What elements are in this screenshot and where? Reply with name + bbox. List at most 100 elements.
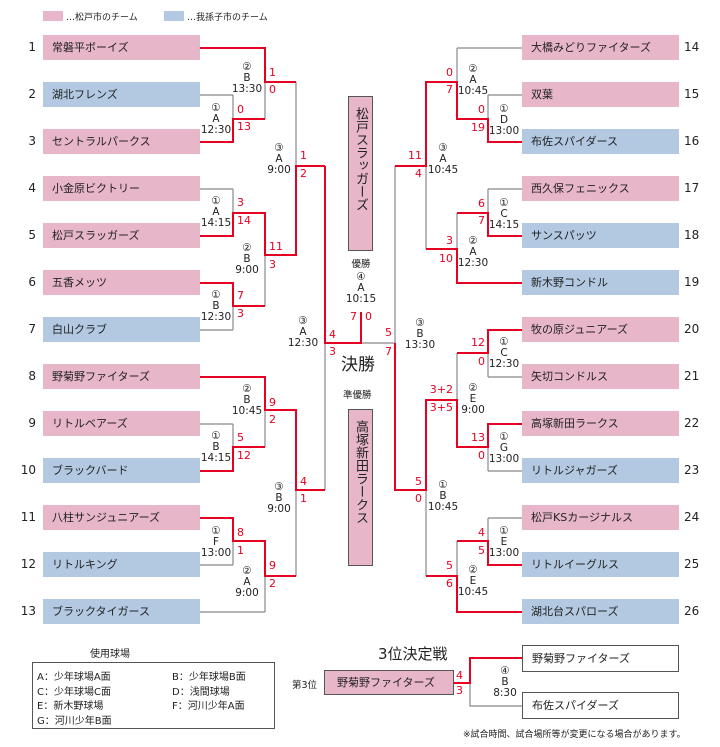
team-number: 19 bbox=[684, 275, 700, 289]
match-time: 13:00 bbox=[488, 547, 520, 559]
match-time: 12:30 bbox=[457, 257, 489, 269]
match-time: 12:30 bbox=[200, 124, 232, 136]
match-round: ② bbox=[242, 242, 252, 254]
match-field: C bbox=[500, 208, 508, 220]
team-box: 湖北フレンズ bbox=[43, 82, 200, 107]
match-score: 2 bbox=[269, 577, 276, 590]
third-place-team-1: 野菊野ファイターズ bbox=[522, 645, 679, 672]
match-score: 0 bbox=[446, 66, 453, 79]
venue-c: C：少年球場C面 bbox=[37, 687, 111, 698]
team-number: 12 bbox=[20, 557, 36, 571]
match-time: 13:30 bbox=[231, 83, 263, 95]
match-score: 3 bbox=[446, 234, 453, 247]
third-place-team-2: 布佐スパイダーズ bbox=[522, 692, 679, 719]
match-score: 4 bbox=[415, 167, 422, 180]
match-time: 9:00 bbox=[461, 404, 485, 416]
third-place-label: 第3位 bbox=[292, 680, 318, 691]
team-number: 8 bbox=[28, 369, 36, 383]
match-field: C bbox=[500, 347, 508, 359]
third-place-time: 8:30 bbox=[493, 687, 517, 699]
team-box: 矢切コンドルス bbox=[522, 364, 679, 389]
team-box: 松戸KSカージナルス bbox=[522, 505, 679, 530]
match-field: A bbox=[212, 206, 220, 218]
venue-g: G：河川少年B面 bbox=[37, 716, 112, 727]
match-round: ③ bbox=[415, 317, 425, 329]
match-round: ① bbox=[211, 102, 221, 114]
team-box: 小金原ビクトリー bbox=[43, 176, 200, 201]
team-box: セントラルパークス bbox=[43, 129, 200, 154]
match-score: 0 bbox=[478, 449, 485, 462]
match-score: 4 bbox=[478, 526, 485, 539]
team-box: リトルベアーズ bbox=[43, 411, 200, 436]
match-field: A bbox=[243, 576, 251, 588]
team-number: 23 bbox=[684, 463, 700, 477]
match-score: 14 bbox=[237, 214, 251, 227]
final-match-info: ④ A 10:15 bbox=[341, 272, 381, 305]
team-box: 西久保フェニックス bbox=[522, 176, 679, 201]
team-box: リトルキング bbox=[43, 552, 200, 577]
match-round: ① bbox=[499, 525, 509, 537]
match-score: 4 bbox=[329, 328, 336, 341]
match-score: 1 bbox=[269, 66, 276, 79]
match-score: 12 bbox=[471, 336, 485, 349]
venues-box bbox=[32, 662, 275, 729]
match-round: ③ bbox=[438, 142, 448, 154]
winner-lines bbox=[200, 47, 522, 684]
match-score: 10 bbox=[439, 252, 453, 265]
match-time: 12:30 bbox=[287, 337, 319, 349]
match-time: 9:00 bbox=[267, 164, 291, 176]
match-score: 0 bbox=[269, 83, 276, 96]
match-round: ① bbox=[499, 197, 509, 209]
match-score: 7 bbox=[385, 345, 392, 358]
team-box: 大橋みどりファイターズ bbox=[522, 35, 679, 60]
team-box: リトルイーグルス bbox=[522, 552, 679, 577]
match-time: 9:00 bbox=[235, 587, 259, 599]
team-box: 松戸スラッガーズ bbox=[43, 223, 200, 248]
match-time: 10:45 bbox=[457, 586, 489, 598]
match-time: 13:00 bbox=[488, 125, 520, 137]
legend-matsudo-swatch bbox=[43, 11, 63, 21]
team-number: 20 bbox=[684, 322, 700, 336]
match-round: ② bbox=[468, 235, 478, 247]
final-time: 10:15 bbox=[345, 293, 377, 305]
champion-box: 松戸スラッガーズ bbox=[348, 96, 373, 251]
match-field: B bbox=[243, 253, 251, 265]
match-time: 9:00 bbox=[235, 264, 259, 276]
match-field: E bbox=[469, 393, 477, 405]
final-title: 決勝 bbox=[341, 355, 375, 375]
third-place-score-bottom: 3 bbox=[456, 684, 463, 697]
match-field: A bbox=[275, 153, 283, 165]
match-score: 6 bbox=[446, 577, 453, 590]
team-number: 24 bbox=[684, 510, 700, 524]
match-score: 5 bbox=[446, 559, 453, 572]
team-box: 八柱サンジュニアーズ bbox=[43, 505, 200, 530]
match-time: 10:45 bbox=[231, 405, 263, 417]
match-round: ① bbox=[211, 195, 221, 207]
team-box: 新木野コンドル bbox=[522, 270, 679, 295]
match-field: B bbox=[439, 490, 447, 502]
team-number: 1 bbox=[28, 40, 36, 54]
match-score: 2 bbox=[300, 167, 307, 180]
match-score: 5 bbox=[237, 431, 244, 444]
venue-f: F：河川少年A面 bbox=[172, 701, 245, 712]
team-box: リトルジャガーズ bbox=[522, 458, 679, 483]
third-place-match-info: ④ B 8:30 bbox=[485, 666, 525, 699]
team-box: ブラックタイガース bbox=[43, 599, 200, 624]
third-place-title: 3位決定戦 bbox=[378, 645, 448, 663]
venue-e: E：新木野球場 bbox=[37, 701, 104, 712]
runnerup-name: 高塚新田ラークス bbox=[353, 420, 368, 524]
match-round: ③ bbox=[298, 315, 308, 327]
match-score: 11 bbox=[408, 149, 422, 162]
match-time: 14:15 bbox=[488, 219, 520, 231]
